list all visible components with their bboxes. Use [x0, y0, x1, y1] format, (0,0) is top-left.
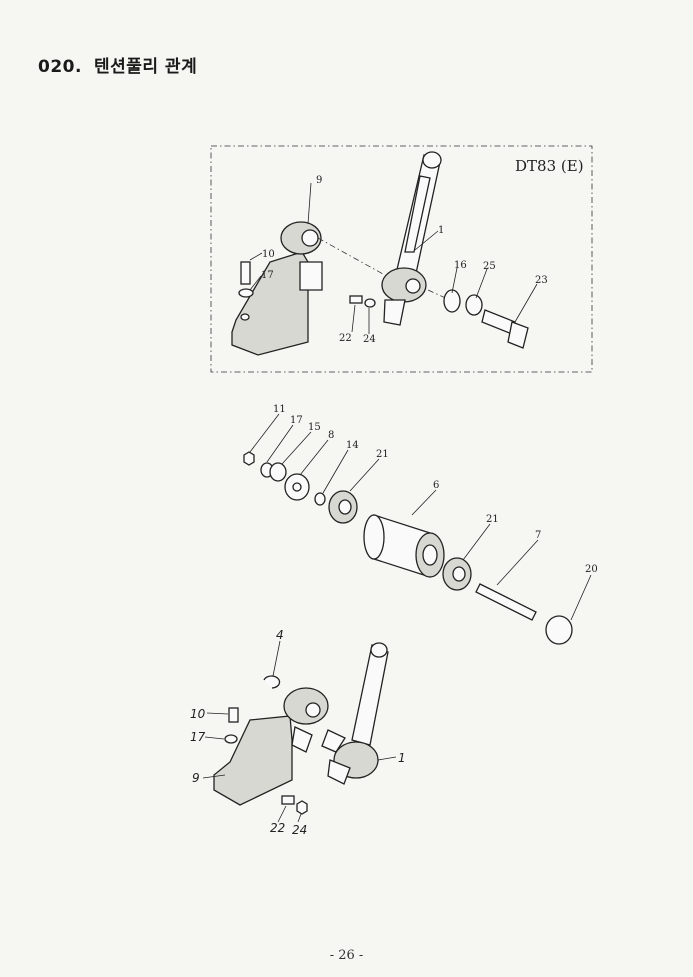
bearing-part-21b [442, 557, 472, 591]
callout-mid-14: 14 [346, 440, 359, 451]
screw-part-10 [228, 707, 239, 723]
callout-top-10: 10 [262, 249, 275, 260]
callout-mid-20: 20 [585, 564, 598, 575]
ring-part-14 [314, 492, 326, 506]
callout-top-1: 1 [438, 225, 444, 236]
callout-mid-11: 11 [273, 404, 286, 415]
cap-part-20 [545, 615, 573, 645]
callout-mid-21b: 21 [486, 514, 499, 525]
clip-part-4 [263, 675, 281, 689]
screw-part-10 [240, 261, 251, 285]
callout-top-9: 9 [316, 175, 322, 186]
bracket-part-9 [213, 687, 329, 806]
callout-top-17: 17 [261, 270, 274, 281]
callout-top-25: 25 [483, 261, 496, 272]
washer-part-25 [465, 294, 483, 316]
callout-bot-9: 9 [192, 771, 200, 785]
pulley-assembly: 11 17 15 8 14 21 6 21 7 20 [243, 404, 598, 645]
callout-mid-6: 6 [433, 480, 439, 491]
washer-part-17 [224, 734, 238, 744]
callout-mid-17: 17 [290, 415, 303, 426]
section-number: 020. [38, 57, 82, 77]
shaft-part-7 [475, 583, 537, 621]
screw-part-22 [349, 295, 363, 304]
callout-top-23: 23 [535, 275, 548, 286]
screw-part-22 [281, 795, 295, 805]
nut-part-11 [243, 451, 255, 466]
callout-bot-10: 10 [190, 707, 206, 721]
callout-top-16: 16 [454, 260, 467, 271]
callout-top-22: 22 [339, 333, 352, 344]
model-label: DT83 (E) [515, 157, 584, 175]
callout-bot-24: 24 [292, 823, 307, 837]
dashed-frame [210, 145, 593, 373]
pulley-part-6 [363, 514, 445, 578]
bracket-part-9 [231, 221, 323, 356]
washer-part-16 [443, 289, 461, 313]
callout-bot-22: 22 [270, 821, 285, 835]
callout-mid-7: 7 [535, 530, 541, 541]
nut-part-24 [296, 800, 308, 815]
callout-bot-17: 17 [190, 730, 206, 744]
callout-mid-15: 15 [308, 422, 321, 433]
assembled-view: 4 10 17 9 1 22 24 [190, 628, 406, 837]
section-title: 텐션풀리 관계 [93, 57, 198, 77]
washer-part-15 [269, 462, 287, 482]
page-title: 020. 텐션풀리 관계 [38, 52, 197, 77]
callout-mid-8: 8 [328, 430, 334, 441]
callout-bot-4: 4 [276, 628, 284, 642]
bearing-part-21a [328, 490, 358, 524]
callout-bot-1: 1 [398, 751, 406, 765]
callout-mid-21a: 21 [376, 449, 389, 460]
page-number: - 26 - [329, 948, 364, 963]
arm-part-1 [321, 642, 389, 785]
washer-part-17 [238, 288, 254, 298]
boxed-assembly-dt83: DT83 (E) [210, 145, 593, 373]
bolt-part-23 [481, 309, 529, 349]
nut-part-24 [364, 298, 376, 308]
arm-part-1 [381, 151, 442, 326]
callout-top-24: 24 [363, 334, 376, 345]
